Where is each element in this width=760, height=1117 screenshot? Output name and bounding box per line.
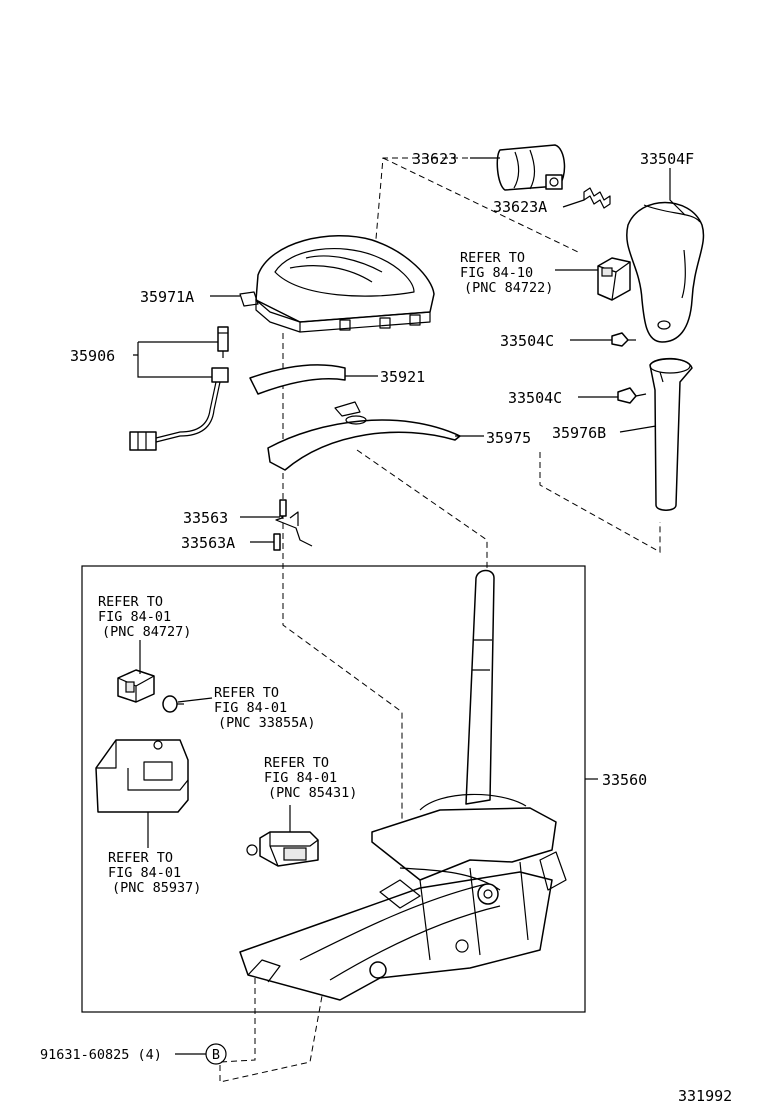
callout-35975: 35975: [486, 429, 531, 447]
svg-text:(PNC 85431): (PNC 85431): [268, 785, 357, 801]
part-33623A-spring: [583, 187, 611, 209]
callout-33504F: 33504F: [640, 150, 694, 168]
part-33563A-pin: [273, 533, 281, 551]
part-33504C-screw-2: [617, 387, 647, 404]
part-85431-switch: [246, 831, 319, 867]
svg-text:FIG 84-01: FIG 84-01: [214, 700, 287, 716]
part-33504F-shift-knob: [626, 201, 705, 343]
callout-33504C-upper: 33504C: [500, 332, 554, 350]
part-35976B-lever: [649, 357, 693, 511]
part-84722-switch: [597, 257, 631, 301]
callout-35906: 35906: [70, 347, 115, 365]
part-35921-plate: [249, 364, 346, 395]
callout-33563A: 33563A: [181, 534, 235, 552]
callout-35976B: 35976B: [552, 424, 606, 442]
reference-note-84722: REFER TO FIG 84-10 (PNC 84722): [460, 250, 553, 296]
dashed-guide-lines: [219, 157, 661, 1083]
part-35971A-indicator-housing: [239, 235, 435, 333]
svg-text:(PNC 84722): (PNC 84722): [464, 280, 553, 296]
figure-number: 331992: [678, 1087, 732, 1105]
svg-text:(PNC 33855A): (PNC 33855A): [218, 715, 316, 731]
callout-33563: 33563: [183, 509, 228, 527]
reference-note-85937: REFER TO FIG 84-01 (PNC 85937): [108, 850, 201, 896]
callout-33560: 33560: [602, 771, 647, 789]
callout-35921: 35921: [380, 368, 425, 386]
reference-note-33855A: REFER TO FIG 84-01 (PNC 33855A): [214, 685, 316, 731]
svg-text:REFER TO: REFER TO: [264, 755, 329, 771]
svg-text:FIG 84-01: FIG 84-01: [264, 770, 337, 786]
svg-text:(PNC 85937): (PNC 85937): [112, 880, 201, 896]
svg-text:REFER TO: REFER TO: [214, 685, 279, 701]
callout-33504C-lower: 33504C: [508, 389, 562, 407]
leader-lines: [133, 157, 686, 1055]
part-33855A-bulb: [162, 695, 184, 713]
callout-33623: 33623: [412, 150, 457, 168]
svg-text:FIG 84-01: FIG 84-01: [108, 865, 181, 881]
callout-35971A: 35971A: [140, 288, 194, 306]
callout-labels: 33623 33623A 33504F 35971A 35906 33504C …: [40, 150, 694, 1063]
part-35906-wiring: [129, 326, 229, 451]
part-84727-socket: [117, 669, 155, 703]
part-85937-unit: [95, 739, 189, 813]
part-33623-knob-button: [496, 144, 566, 191]
callout-91631-60825: 91631-60825 (4): [40, 1047, 162, 1063]
part-35975-slide-plate: [267, 401, 461, 471]
svg-text:FIG 84-01: FIG 84-01: [98, 609, 171, 625]
reference-note-84727: REFER TO FIG 84-01 (PNC 84727): [98, 594, 191, 640]
svg-text:REFER TO: REFER TO: [98, 594, 163, 610]
part-33560-shift-lever-assembly: [239, 569, 567, 1001]
part-33563-bracket: [275, 499, 313, 547]
bolt-marker-letter: B: [212, 1047, 220, 1063]
bolt-marker-b: B: [205, 1043, 227, 1065]
svg-text:FIG 84-10: FIG 84-10: [460, 265, 533, 281]
assembly-box-33560: [81, 565, 586, 1013]
svg-text:REFER TO: REFER TO: [460, 250, 525, 266]
svg-text:REFER TO: REFER TO: [108, 850, 173, 866]
callout-33623A: 33623A: [493, 198, 547, 216]
part-33504C-screw-1: [611, 332, 636, 347]
reference-note-85431: REFER TO FIG 84-01 (PNC 85431): [264, 755, 357, 801]
svg-text:(PNC 84727): (PNC 84727): [102, 624, 191, 640]
